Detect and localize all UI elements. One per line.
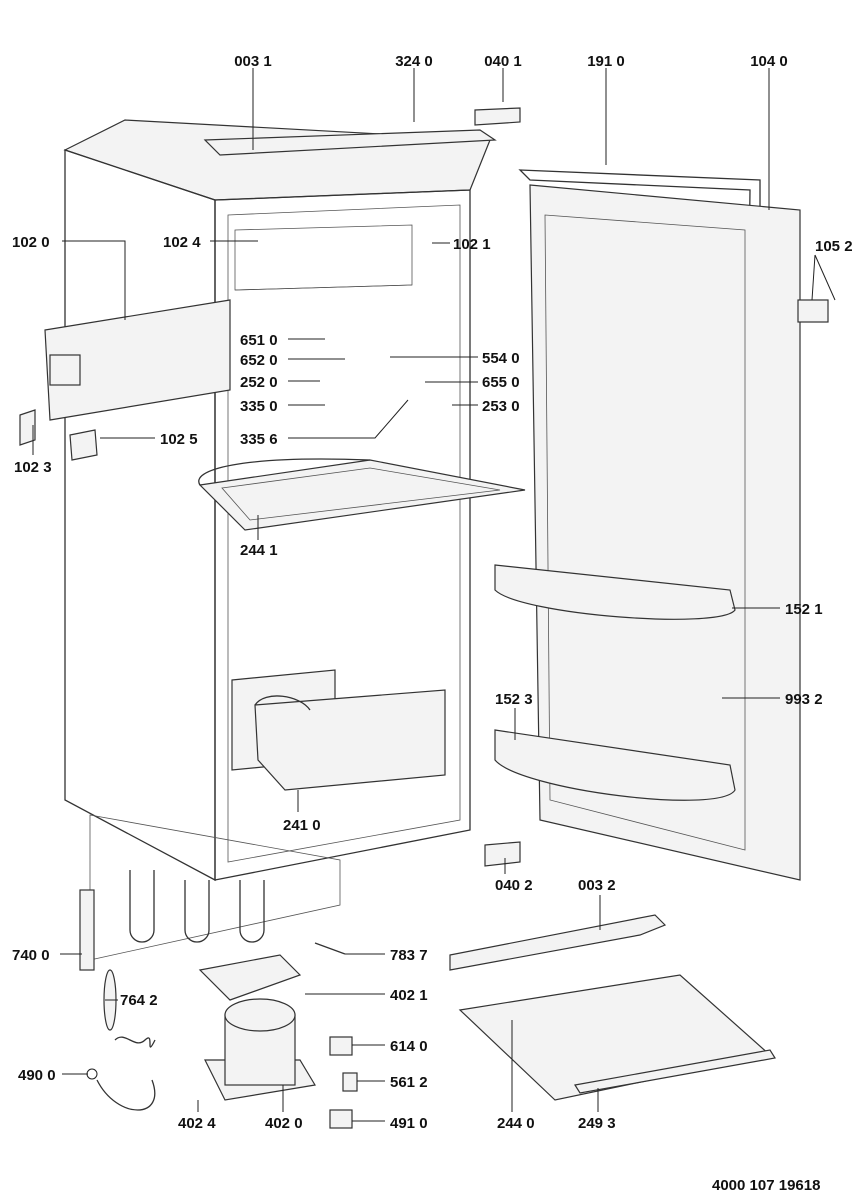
part-label: 040 2 bbox=[495, 877, 533, 894]
part-label: 105 2 bbox=[815, 238, 853, 255]
part-label: 244 1 bbox=[240, 542, 278, 559]
part-label: 561 2 bbox=[390, 1074, 428, 1091]
part-label: 651 0 bbox=[240, 332, 278, 349]
part-label: 402 4 bbox=[178, 1115, 216, 1132]
part-label: 003 1 bbox=[234, 53, 272, 70]
part-label: 253 0 bbox=[482, 398, 520, 415]
part-label: 783 7 bbox=[390, 947, 428, 964]
drawing-number: 4000 107 19618 bbox=[712, 1177, 820, 1194]
condenser-drawing bbox=[79, 814, 358, 1129]
part-label: 491 0 bbox=[390, 1115, 428, 1132]
part-label: 655 0 bbox=[482, 374, 520, 391]
part-label: 740 0 bbox=[12, 947, 50, 964]
part-label: 335 6 bbox=[240, 431, 278, 448]
part-label: 993 2 bbox=[785, 691, 823, 708]
part-label: 324 0 bbox=[395, 53, 433, 70]
part-label: 102 4 bbox=[163, 234, 201, 251]
freezer-flap-drawing bbox=[19, 299, 231, 461]
part-label: 554 0 bbox=[482, 350, 520, 367]
part-label: 652 0 bbox=[240, 352, 278, 369]
part-label: 152 3 bbox=[495, 691, 533, 708]
part-label: 102 0 bbox=[12, 234, 50, 251]
part-label: 040 1 bbox=[484, 53, 522, 70]
part-label: 104 0 bbox=[750, 53, 788, 70]
part-label: 152 1 bbox=[785, 601, 823, 618]
part-label: 402 1 bbox=[390, 987, 428, 1004]
part-label: 003 2 bbox=[578, 877, 616, 894]
part-label: 335 0 bbox=[240, 398, 278, 415]
part-label: 102 1 bbox=[453, 236, 491, 253]
crisper-drawer-drawing bbox=[231, 669, 446, 791]
part-label: 102 5 bbox=[160, 431, 198, 448]
part-label: 249 3 bbox=[578, 1115, 616, 1132]
part-label: 402 0 bbox=[265, 1115, 303, 1132]
part-labels: 003 1 324 0 040 1 191 0 104 0 102 0 102 … bbox=[12, 53, 853, 1194]
cabinet-drawing bbox=[63, 119, 497, 882]
door-drawing bbox=[494, 169, 829, 881]
part-label: 241 0 bbox=[283, 817, 321, 834]
part-label: 614 0 bbox=[390, 1038, 428, 1055]
bottom-panels-drawing bbox=[449, 107, 776, 1101]
part-label: 102 3 bbox=[14, 459, 52, 476]
part-label: 244 0 bbox=[497, 1115, 535, 1132]
part-label: 764 2 bbox=[120, 992, 158, 1009]
part-label: 252 0 bbox=[240, 374, 278, 391]
part-label: 191 0 bbox=[587, 53, 625, 70]
leader-lines bbox=[32, 68, 836, 1122]
part-label: 490 0 bbox=[18, 1067, 56, 1084]
glass-shelf-drawing bbox=[198, 458, 526, 531]
